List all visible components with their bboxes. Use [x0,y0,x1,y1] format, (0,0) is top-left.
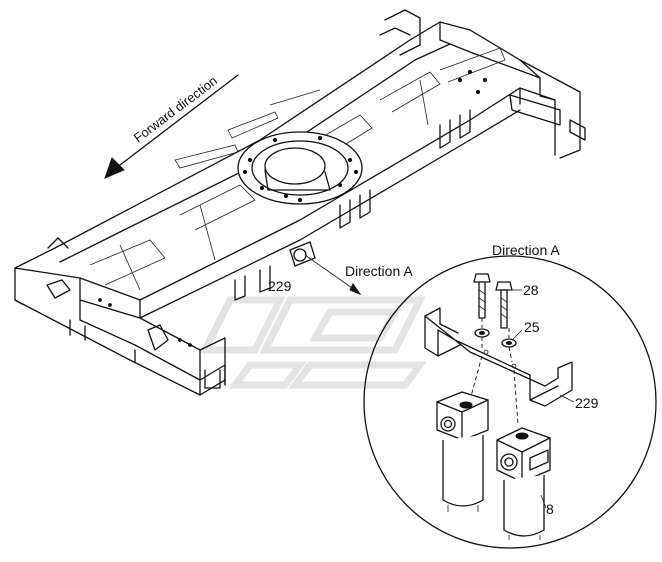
direction-a-leader: Direction A 229 [268,254,413,296]
part-8-label: 8 [546,501,554,517]
forward-direction-label: Forward direction [131,73,220,145]
washer-left [474,328,490,338]
part-229-main-label: 229 [268,278,292,294]
bolt-right [495,281,513,329]
bolt-left [473,273,491,319]
filter-bracket-main [289,241,316,267]
part-229-detail-label: 229 [575,395,599,411]
watermark-logo [199,296,427,389]
direction-a-main-label: Direction A [345,263,413,279]
mounting-bracket-229 [424,307,573,407]
part-28-label: 28 [523,282,539,298]
assembly-center-lines [469,318,519,426]
part-leaders [508,289,575,509]
detail-view-a: Direction A [363,242,657,549]
direction-a-detail-label: Direction A [492,242,560,258]
washer-right [501,338,517,348]
part-25-label: 25 [524,319,540,335]
machine-frame [14,9,586,396]
arrow-down-left-icon [104,157,125,179]
filter-housing-back [436,391,489,512]
filter-housing-8 [496,427,551,540]
frame-fastener-dots [98,69,488,347]
